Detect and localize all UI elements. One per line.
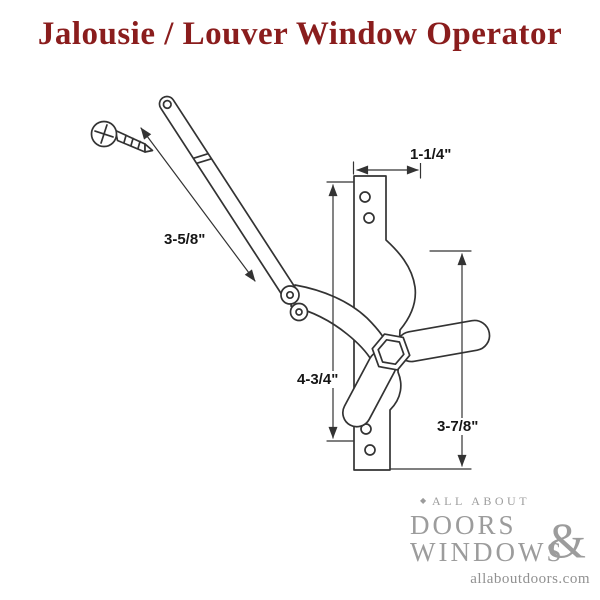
logo-word-windows: WINDOWS (410, 537, 565, 567)
company-logo: ◆ ALL ABOUT DOORS WINDOWS & allaboutdoor… (410, 494, 590, 588)
screw-hole (359, 191, 371, 203)
logo-tagline-text: ALL ABOUT (432, 494, 531, 508)
phillips-cross-icon (94, 124, 114, 144)
screw (90, 120, 154, 153)
logo-ornament-icon: ◆ (420, 496, 427, 505)
logo-ampersand: & (547, 512, 586, 568)
screw-hole (363, 212, 375, 224)
logo-word-doors: DOORS (410, 510, 517, 540)
operator-arm (158, 95, 297, 300)
screw-hole (364, 444, 376, 456)
logo-tagline: ◆ ALL ABOUT (420, 494, 590, 509)
logo-wordmark: DOORS WINDOWS & (410, 512, 590, 566)
page-title: Jalousie / Louver Window Operator (37, 16, 563, 52)
logo-website: allaboutdoors.com (470, 571, 590, 587)
arm-end-hole (162, 99, 172, 110)
dim-label-left-height: 4-3/4" (294, 371, 342, 388)
hex-nut (371, 333, 411, 371)
dim-label-right-height: 3-7/8" (434, 418, 482, 435)
dim-label-bracket-width: 1-1/4" (407, 146, 455, 163)
dim-label-arm-length: 3-5/8" (161, 231, 209, 248)
dim-arrow-arm-length (140, 127, 256, 282)
